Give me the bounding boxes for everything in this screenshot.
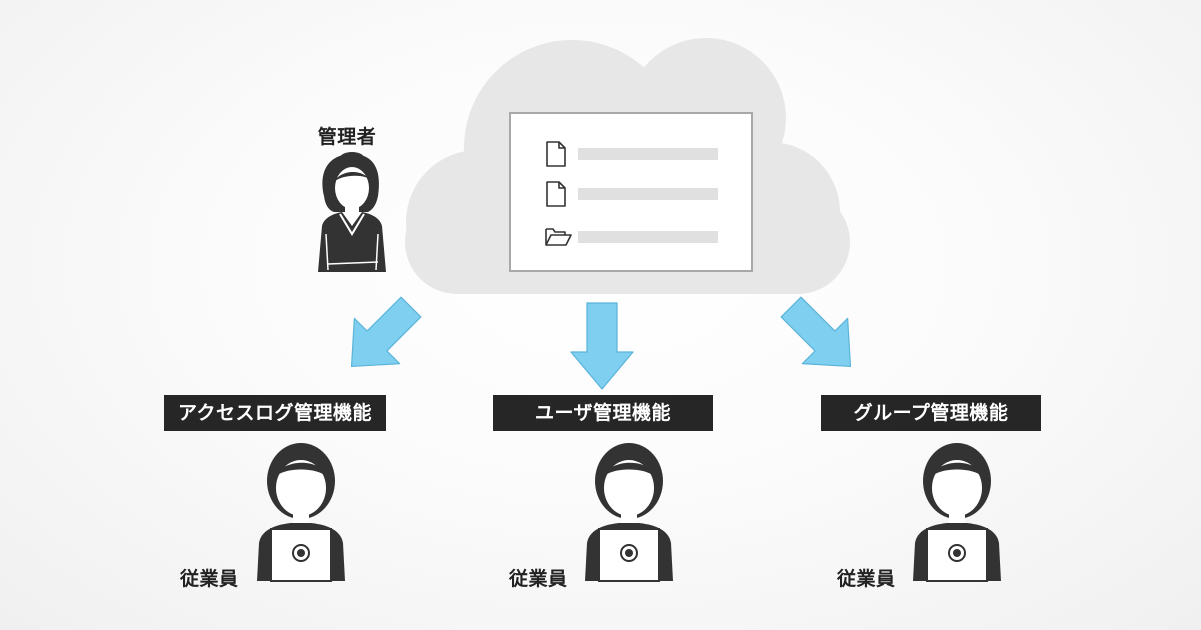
admin-label: 管理者 — [317, 126, 377, 148]
admin-person-icon — [318, 152, 386, 272]
document-icon — [546, 141, 566, 167]
feature-label-user-management: ユーザ管理機能 — [493, 395, 713, 431]
employee-laptop-icon — [913, 443, 1001, 582]
employee-label: 従業員 — [837, 568, 896, 590]
feature-label-access-log: アクセスログ管理機能 — [164, 395, 386, 431]
open-folder-icon — [545, 228, 572, 246]
document-icon — [546, 181, 566, 207]
employee-laptop-icon — [585, 443, 673, 582]
file-row-bar — [578, 231, 718, 243]
employee-laptop-icon — [257, 443, 345, 582]
feature-label-group-management: グループ管理機能 — [821, 395, 1041, 431]
employee-label: 従業員 — [180, 568, 239, 590]
employee-label: 従業員 — [509, 568, 568, 590]
file-row-bar — [578, 148, 718, 160]
file-row-bar — [578, 188, 718, 200]
